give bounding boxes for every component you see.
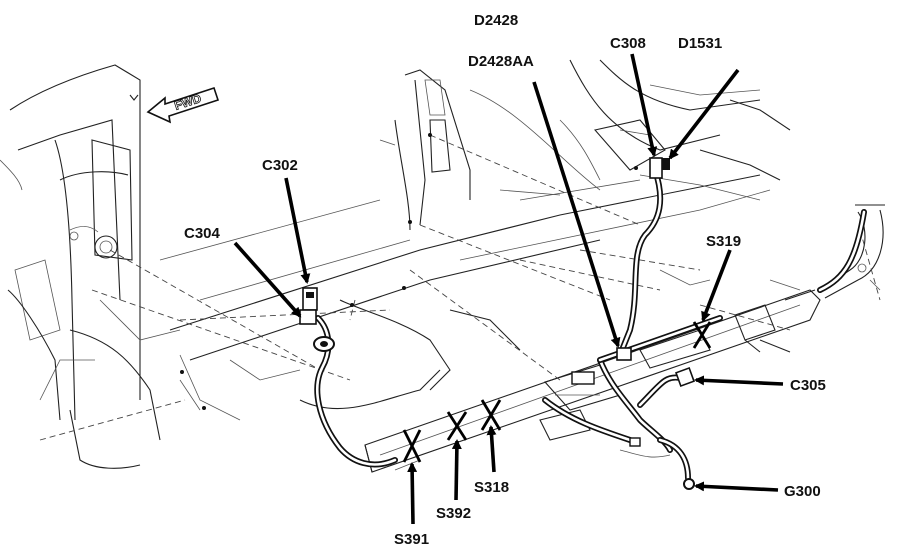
callout-c304: C304 bbox=[184, 225, 221, 242]
callout-labels: D2428 D2428AA C308 D1531 C302 C304 S319 … bbox=[184, 12, 826, 548]
callout-s318: S318 bbox=[474, 479, 509, 496]
fastener-dot bbox=[350, 303, 354, 307]
leader-c304 bbox=[233, 241, 302, 318]
callout-c305: C305 bbox=[790, 377, 826, 394]
splice-x-s318 bbox=[480, 399, 502, 431]
connector-c302 bbox=[302, 287, 318, 311]
leader-s318 bbox=[486, 425, 497, 473]
harness-clip bbox=[571, 371, 595, 385]
fastener-dot bbox=[180, 370, 184, 374]
callout-g300: G300 bbox=[784, 483, 821, 500]
leader-s392 bbox=[451, 439, 462, 501]
leader-s319 bbox=[701, 249, 732, 322]
reference-lines bbox=[39, 133, 881, 441]
leader-g300 bbox=[694, 481, 779, 492]
callout-s392: S392 bbox=[436, 505, 471, 522]
callout-c302: C302 bbox=[262, 157, 298, 174]
connector-c308 bbox=[649, 157, 663, 179]
callout-c308: C308 bbox=[610, 35, 646, 52]
fwd-direction-arrow: FWD bbox=[146, 86, 220, 124]
leader-c308 bbox=[630, 53, 658, 157]
harness-clip bbox=[629, 437, 641, 447]
connector-c304 bbox=[299, 309, 317, 325]
leader-c305 bbox=[694, 375, 784, 386]
callout-d2428aa: D2428AA bbox=[468, 53, 534, 70]
leader-d1531 bbox=[668, 68, 740, 160]
leader-c302 bbox=[284, 177, 311, 284]
leader-d2428aa bbox=[532, 81, 621, 348]
fastener-dot bbox=[202, 406, 206, 410]
fastener-dot bbox=[408, 220, 412, 224]
callout-leaders bbox=[233, 53, 784, 525]
callout-s391: S391 bbox=[394, 531, 429, 548]
connector-d1531 bbox=[662, 158, 670, 170]
fastener-dot bbox=[402, 286, 406, 290]
callout-d1531: D1531 bbox=[678, 35, 722, 52]
splice-x-s319 bbox=[692, 321, 712, 349]
vehicle-body-outline bbox=[0, 59, 885, 473]
connector-c305 bbox=[675, 367, 695, 387]
fastener-dot bbox=[634, 166, 638, 170]
callout-s319: S319 bbox=[706, 233, 741, 250]
connector-d2428aa bbox=[616, 347, 632, 361]
leader-s391 bbox=[407, 462, 418, 525]
splice-marks bbox=[402, 321, 712, 463]
splice-x-s391 bbox=[402, 429, 422, 463]
wiring-harness bbox=[314, 167, 867, 481]
fastener-dot bbox=[428, 133, 432, 137]
callout-d2428: D2428 bbox=[474, 12, 518, 29]
connectors bbox=[299, 157, 695, 490]
splice-x-s392 bbox=[446, 411, 468, 441]
ground-g300 bbox=[683, 478, 695, 490]
